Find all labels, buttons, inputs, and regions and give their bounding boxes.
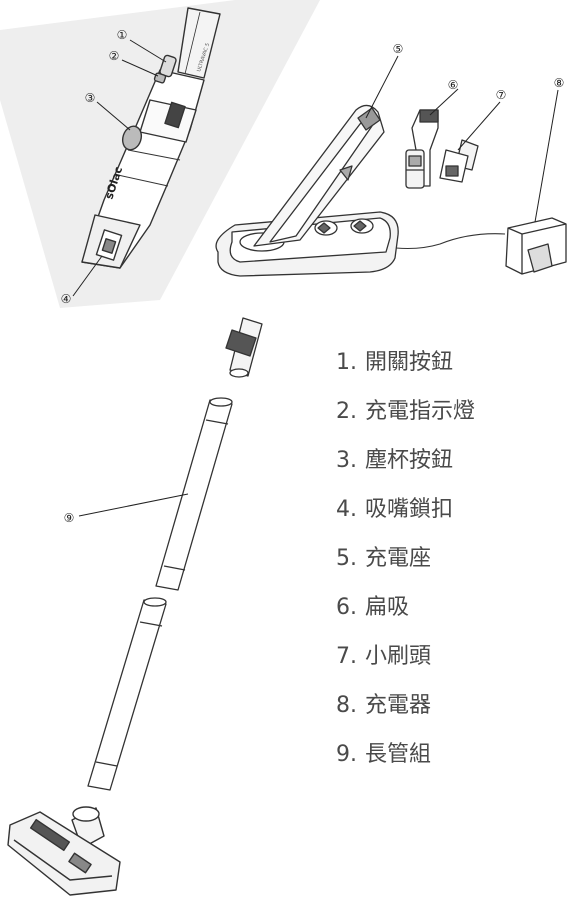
legend-item: 9. 長管組 [336, 735, 475, 784]
tube-set [87, 397, 233, 791]
legend-number: 5. [336, 546, 357, 571]
small-brush [439, 139, 479, 183]
legend-number: 2. [336, 399, 357, 424]
callout-5: ⑤ [393, 42, 404, 56]
legend-text: 充電器 [365, 693, 432, 718]
leader-lines [72, 39, 559, 517]
legend-text: 扁吸 [365, 595, 410, 620]
legend-item: 6. 扁吸 [336, 588, 475, 637]
callout-6: ⑥ [448, 78, 459, 92]
legend-number: 9. [336, 742, 357, 767]
legend-item: 2. 充電指示燈 [336, 392, 475, 441]
parts-legend: 1.開關按鈕 2.充電指示燈 3.塵杯按鈕 4.吸嘴鎖扣 5.充電座 6.扁吸 … [336, 343, 475, 784]
callout-9: ⑨ [64, 511, 75, 525]
legend-number: 1. [336, 350, 357, 375]
legend-item: 3. 塵杯按鈕 [336, 441, 475, 490]
legend-text: 充電指示燈 [365, 399, 476, 424]
callouts: ① ② ③ ④ ⑤ ⑥ ⑦ ⑧ ⑨ [61, 28, 565, 525]
handheld-vacuum [81, 7, 221, 269]
legend-text: 充電座 [365, 546, 432, 571]
legend-item: 5. 充電座 [336, 539, 475, 588]
callout-8: ⑧ [554, 76, 565, 90]
legend-item: 8. 充電器 [336, 686, 475, 735]
callout-4: ④ [61, 292, 72, 306]
callout-1: ① [117, 28, 128, 42]
charging-base [215, 104, 506, 277]
callout-7: ⑦ [496, 88, 507, 102]
legend-number: 4. [336, 497, 357, 522]
crevice-tool [405, 109, 439, 189]
legend-number: 7. [336, 644, 357, 669]
floor-brush [7, 806, 121, 896]
legend-number: 3. [336, 448, 357, 473]
legend-number: 6. [336, 595, 357, 620]
legend-text: 塵杯按鈕 [365, 448, 454, 473]
legend-item: 7. 小刷頭 [336, 637, 475, 686]
callout-3: ③ [85, 91, 96, 105]
legend-text: 長管組 [365, 742, 432, 767]
legend-item: 1. 開關按鈕 [336, 343, 475, 392]
legend-text: 開關按鈕 [365, 350, 454, 375]
legend-item: 4. 吸嘴鎖扣 [336, 490, 475, 539]
charger [505, 217, 567, 275]
tube-adapter [225, 317, 263, 378]
legend-text: 吸嘴鎖扣 [365, 497, 454, 522]
callout-2: ② [109, 49, 120, 63]
legend-text: 小刷頭 [365, 644, 432, 669]
legend-number: 8. [336, 693, 357, 718]
